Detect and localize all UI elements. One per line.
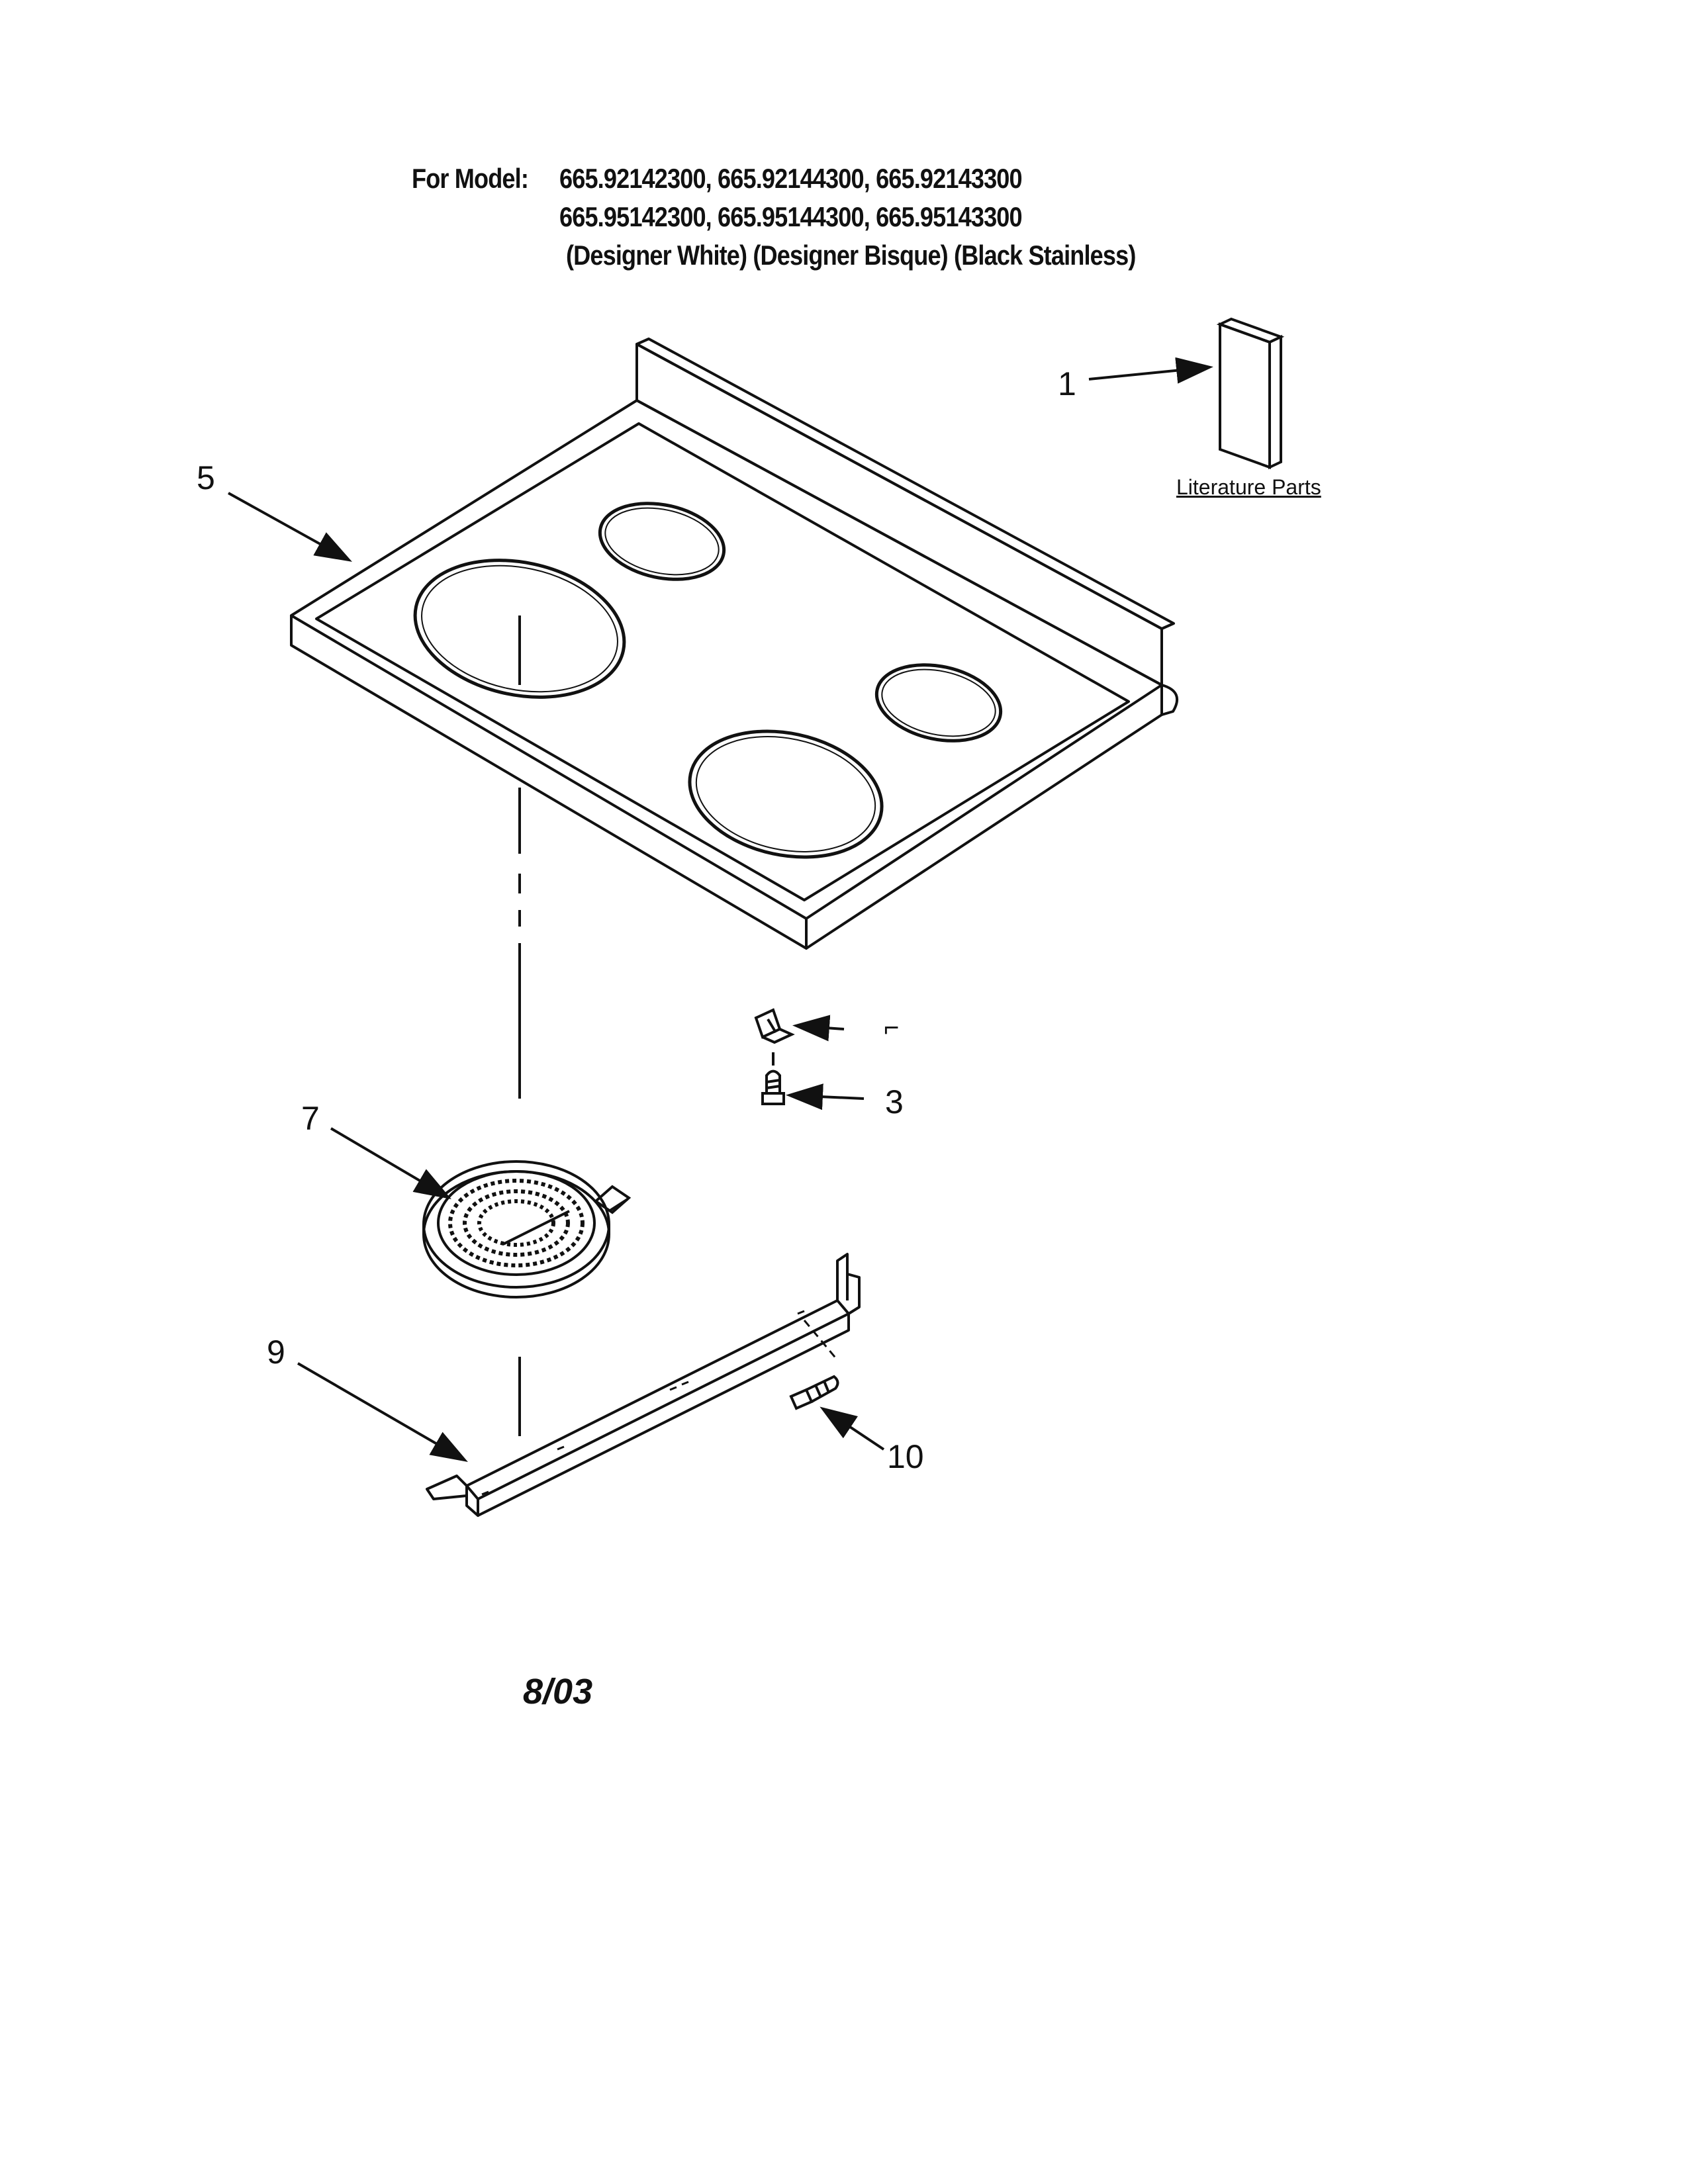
leader-10: [820, 1406, 885, 1451]
model-numbers-line-2: 665.95142300, 665.95144300, 665.95143300: [559, 201, 1023, 232]
screw-10: [789, 1375, 839, 1410]
leader-5: [228, 492, 352, 562]
burner-rings: [413, 502, 1003, 859]
callout-7: 7: [301, 1100, 320, 1137]
leader-2: [792, 1015, 845, 1042]
literature-booklet: [1216, 317, 1285, 470]
callout-5: 5: [197, 459, 215, 496]
support-bracket: [426, 1253, 861, 1517]
model-colors-line: (Designer White) (Designer Bisque) (Blac…: [566, 240, 1136, 271]
literature-parts-label: Literature Parts: [1176, 475, 1321, 499]
cooktop-glass: [290, 338, 1179, 950]
model-label: For Model:: [412, 163, 529, 194]
callout-9: 9: [267, 1334, 285, 1371]
callout-leaders: [228, 357, 1213, 1463]
screw-3: [761, 1069, 785, 1105]
leader-7: [330, 1127, 451, 1200]
revision-date: 8/03: [523, 1672, 593, 1711]
callout-10: 10: [887, 1438, 924, 1475]
callout-1: 1: [1058, 365, 1076, 402]
leader-3: [786, 1083, 865, 1111]
burner-ring-rear-right: [874, 663, 1003, 743]
model-numbers-line-1: 665.92142300, 665.92144300, 665.92143300: [559, 163, 1023, 194]
burner-ring-front-left: [413, 559, 626, 699]
callout-2: ⌐: [884, 1013, 900, 1042]
retaining-clip: [754, 1008, 795, 1066]
leader-9: [297, 1362, 468, 1463]
leader-1: [1088, 357, 1213, 384]
callout-3: 3: [885, 1083, 904, 1120]
burner-ring-rear-left: [598, 502, 726, 581]
surface-element: [422, 1160, 632, 1298]
burner-ring-front-right: [688, 729, 884, 859]
